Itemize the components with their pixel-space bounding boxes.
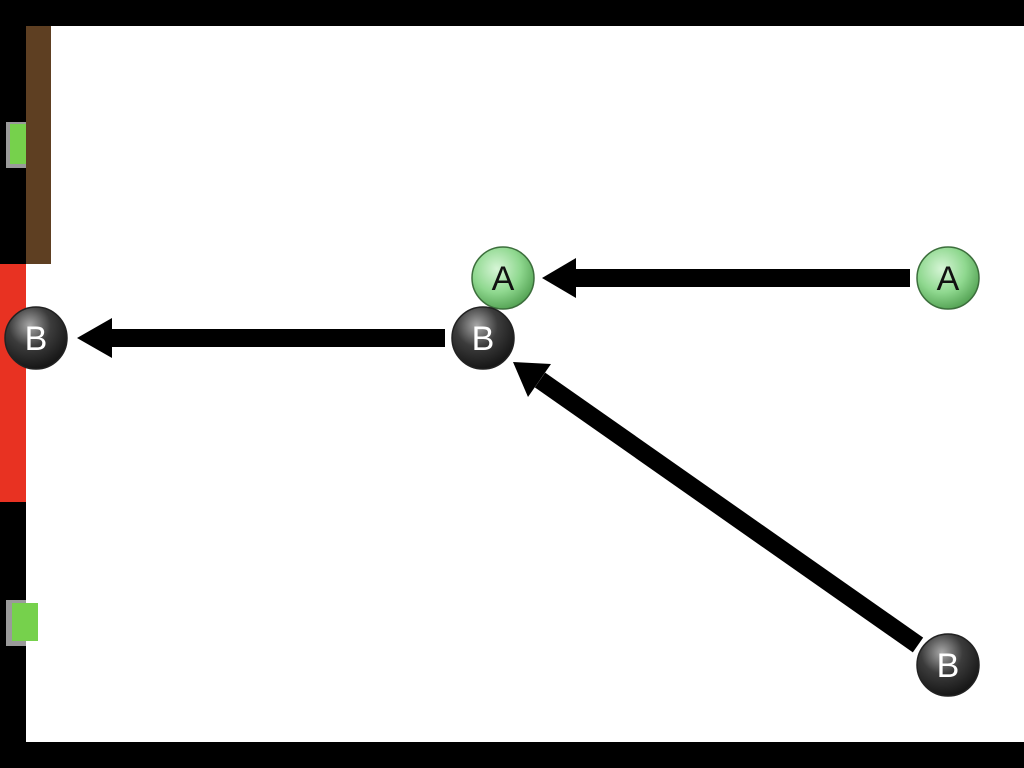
indicator-bottom xyxy=(6,600,38,646)
move-arrow-b-diagonal xyxy=(513,362,924,653)
wall-segment-red xyxy=(0,264,26,502)
move-arrow-a xyxy=(542,258,910,298)
piece-label: B xyxy=(937,647,960,685)
piece-a-origin[interactable]: A xyxy=(916,246,980,310)
indicator-top xyxy=(6,122,26,168)
piece-label: A xyxy=(492,260,515,298)
piece-b-left[interactable]: B xyxy=(4,306,68,370)
wall-segment-brown xyxy=(26,26,51,264)
piece-a-target[interactable]: A xyxy=(471,246,535,310)
piece-b-center[interactable]: B xyxy=(451,306,515,370)
piece-label: B xyxy=(472,320,495,358)
piece-label: B xyxy=(25,320,48,358)
piece-label: A xyxy=(937,260,960,298)
move-arrow-b-left xyxy=(77,318,445,358)
piece-b-corner[interactable]: B xyxy=(916,633,980,697)
